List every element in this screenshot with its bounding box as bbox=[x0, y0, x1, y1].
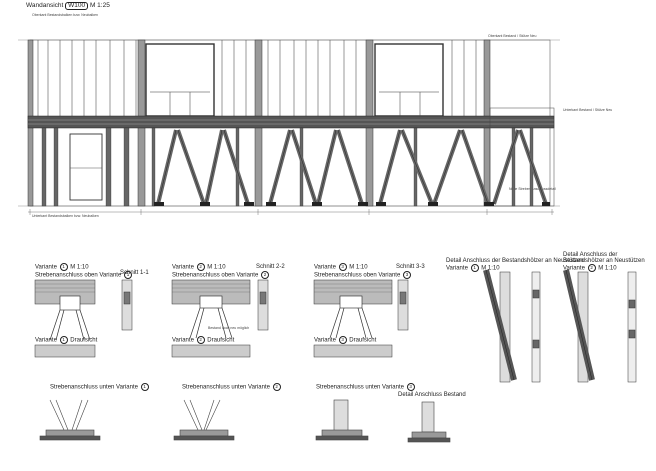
bottom-connection-1 bbox=[39, 399, 101, 441]
variant-2-plan-title: Variante 2 Draufsicht bbox=[172, 336, 235, 344]
variant-1-detail bbox=[34, 279, 96, 358]
section-2-title: Schnitt 2-2 bbox=[256, 264, 285, 270]
top-edge-note: Oberkant Bestandsbalken bzw. Neubalken bbox=[32, 13, 98, 17]
variant-3-detail bbox=[313, 279, 393, 358]
wall-code-tag: W100 bbox=[65, 2, 89, 10]
variant-3-top-title: Strebenanschluss oben Variante 3 bbox=[314, 271, 412, 279]
variant-2-note: Bestand doch neu möglich bbox=[208, 326, 250, 330]
anschluss-detail-a bbox=[483, 269, 541, 383]
bottom-2-title: Strebenanschluss unten Variante 2 bbox=[182, 383, 282, 391]
variant-2-number: 2 bbox=[196, 263, 205, 271]
anschluss-detail-b bbox=[563, 269, 637, 383]
variant-2-heading: Variante 2 M 1:10 bbox=[172, 263, 226, 271]
bottom-1-title: Strebenanschluss unten Variante 1 bbox=[50, 383, 150, 391]
variant-3-number: 3 bbox=[338, 263, 347, 271]
title-prefix: Wandansicht bbox=[26, 2, 64, 9]
variant-1-number: 1 bbox=[59, 263, 68, 271]
right-note-top: Oberkant Bestand / Stütze Neu bbox=[488, 34, 537, 38]
bottom-3-title: Strebenanschluss unten Variante 3 bbox=[316, 383, 416, 391]
variant-3-heading: Variante 3 M 1:10 bbox=[314, 263, 368, 271]
right-note-mid: Unterkant Bestand / Stütze Neu bbox=[563, 108, 613, 112]
anschluss-a-title: Detail Anschluss der Bestandshölzer an N… bbox=[446, 258, 584, 272]
anschluss-b-title: Detail Anschluss der Bestandshölzer an N… bbox=[563, 252, 645, 272]
bestand-connection bbox=[407, 401, 451, 443]
variant-1-plan-title: Variante 1 Draufsicht bbox=[35, 336, 98, 344]
variant-3-plan-title: Variante 3 Draufsicht bbox=[314, 336, 377, 344]
title-scale: M 1:25 bbox=[89, 2, 110, 9]
bottom-connection-3 bbox=[315, 399, 369, 441]
variant-1-heading: Variante 1 M 1:10 bbox=[35, 263, 89, 271]
variant-1-top-title: Strebenanschluss oben Variante 1 bbox=[35, 271, 133, 279]
bestand-detail-title: Detail Anschluss Bestand bbox=[398, 392, 466, 398]
bottom-connection-2 bbox=[173, 399, 235, 441]
drawing-title: Wandansicht W100 M 1:25 bbox=[26, 2, 110, 10]
section-1-title: Schnitt 1-1 bbox=[120, 270, 149, 276]
variant-2-detail bbox=[171, 279, 251, 358]
variant-2-top-title: Strebenanschluss oben Variante 2 bbox=[172, 271, 270, 279]
section-3-title: Schnitt 3-3 bbox=[396, 264, 425, 270]
bottom-edge-note: Unterkant Bestandsbalken bzw. Neubalken bbox=[32, 214, 99, 218]
